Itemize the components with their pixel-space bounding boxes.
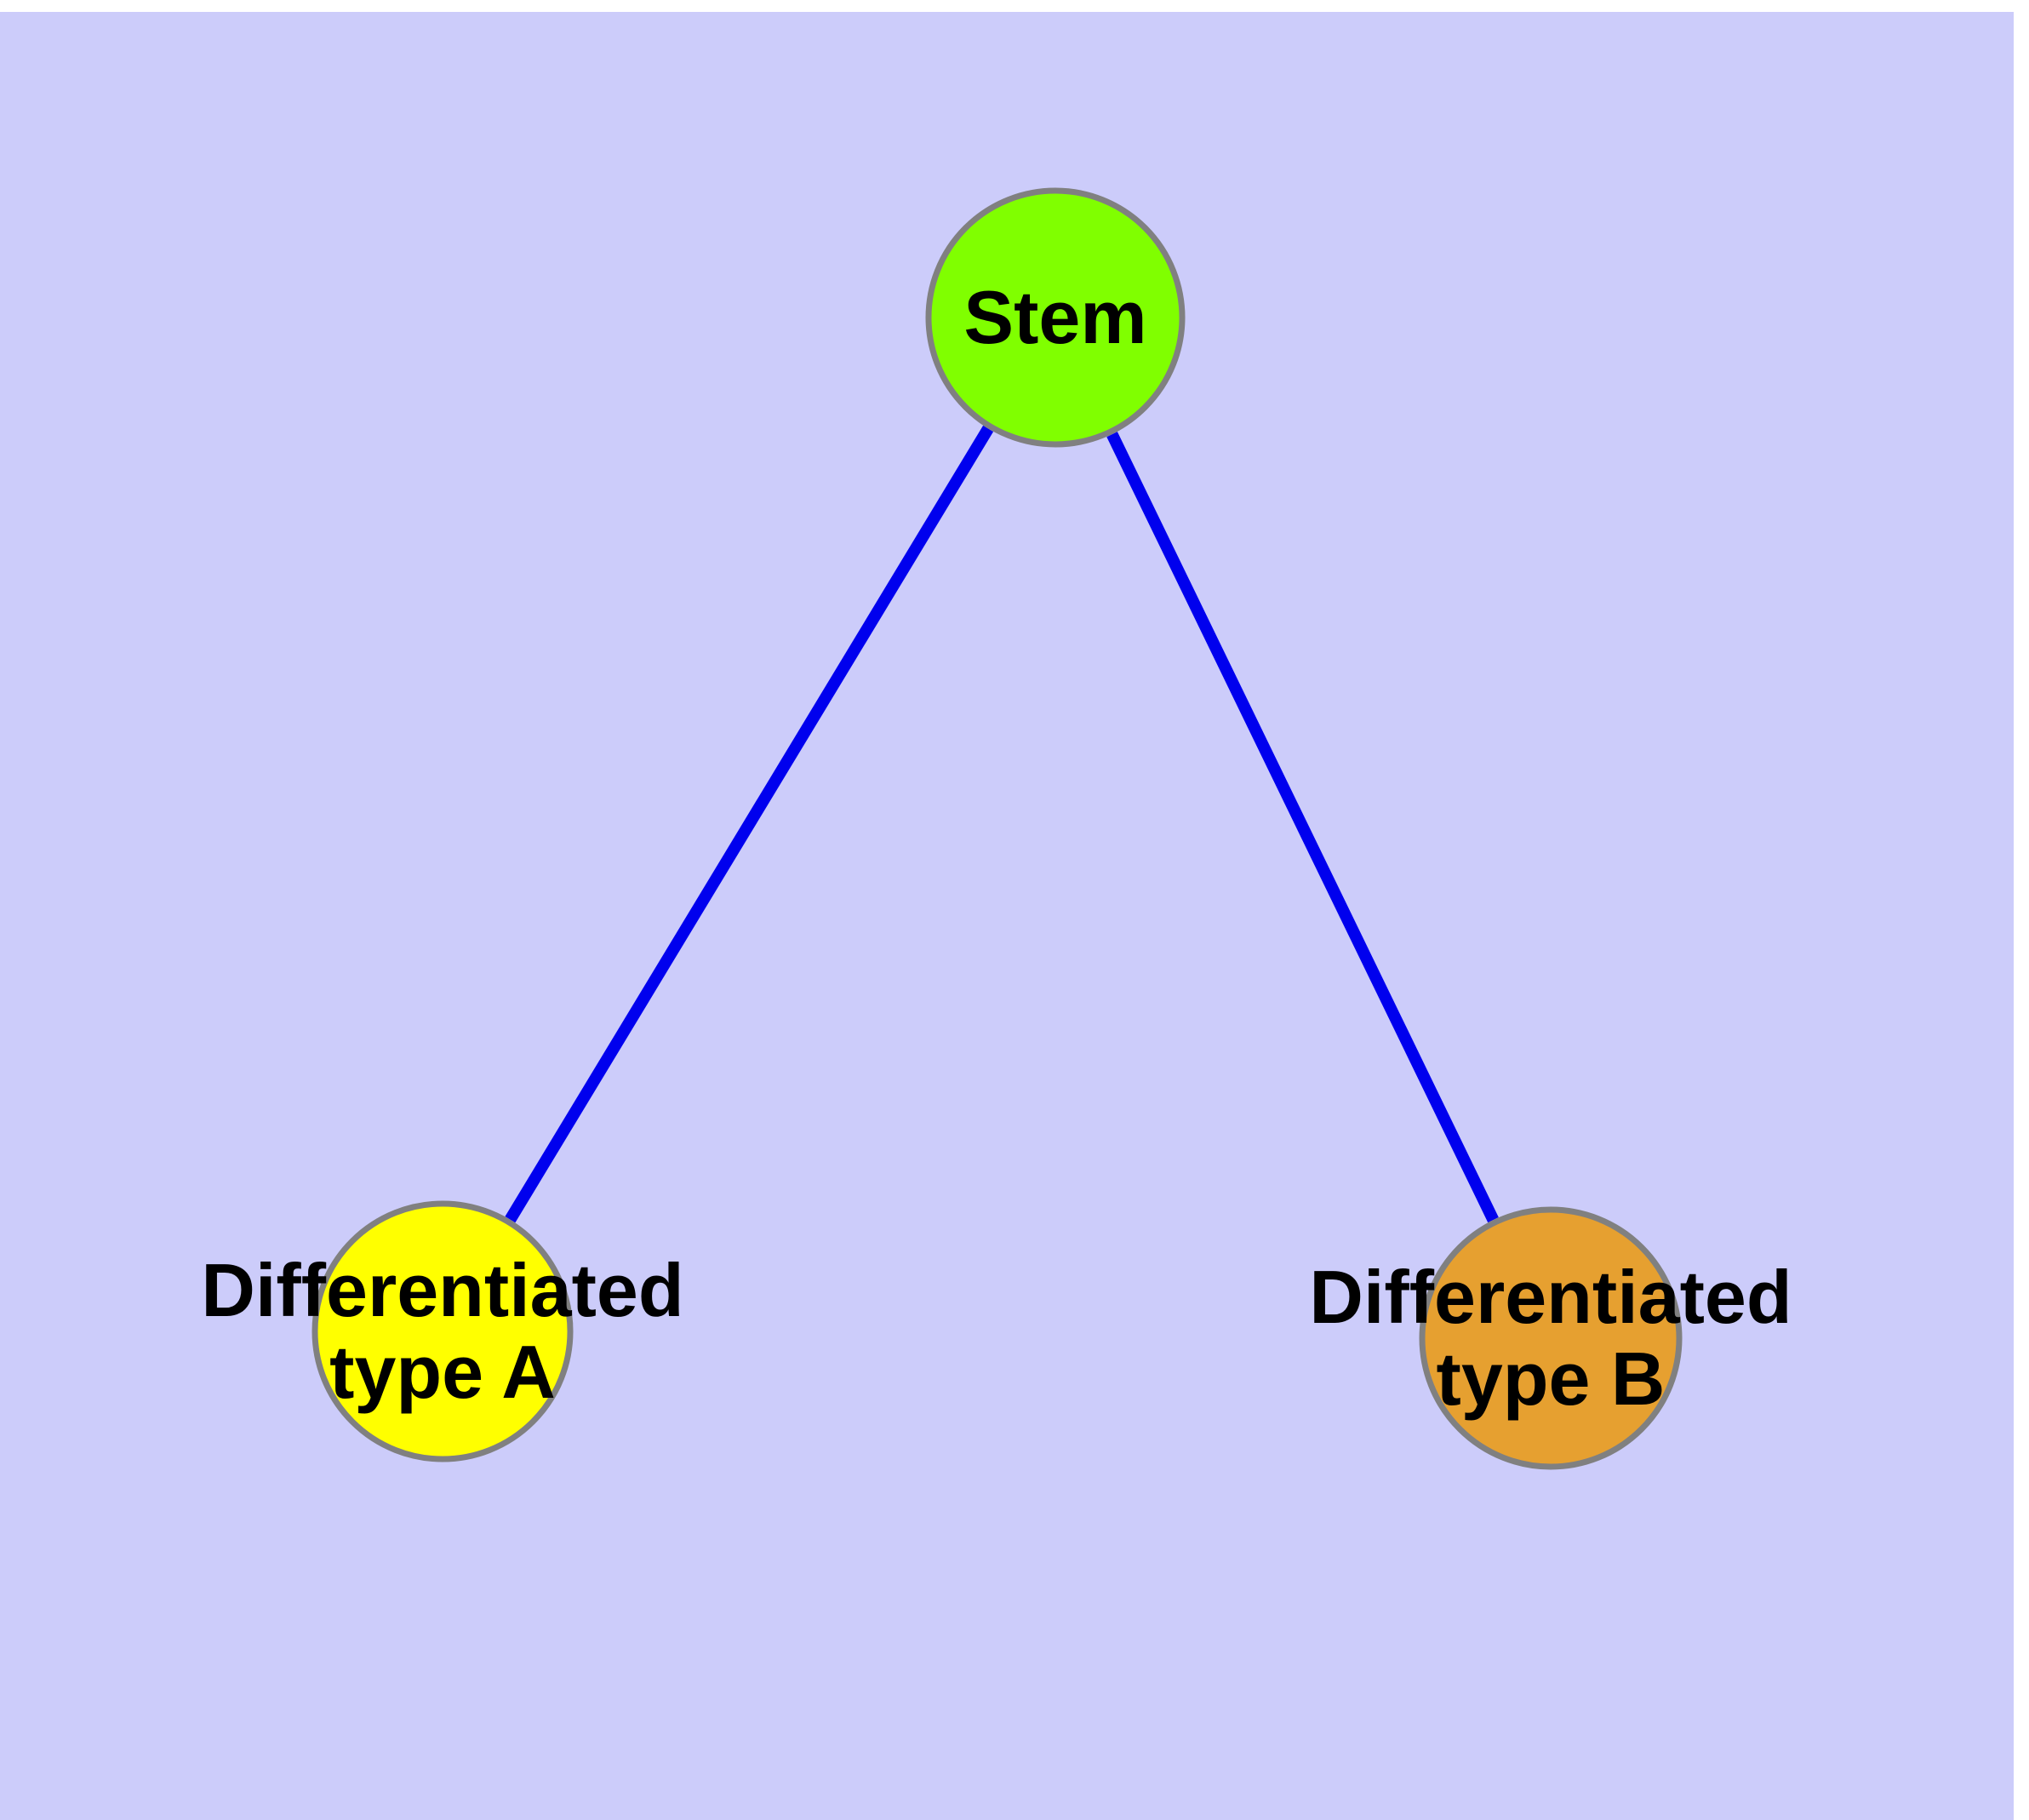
nodes-layer [311, 187, 1683, 1470]
edge-stem-diff-a [505, 425, 994, 1223]
edge-stem-diff-b [1106, 432, 1499, 1223]
node-circle-stem[interactable] [925, 187, 1186, 448]
node-circle-diff_a[interactable] [311, 1200, 574, 1462]
node-circle-diff_b[interactable] [1419, 1206, 1683, 1470]
edges-layer [505, 425, 1499, 1223]
